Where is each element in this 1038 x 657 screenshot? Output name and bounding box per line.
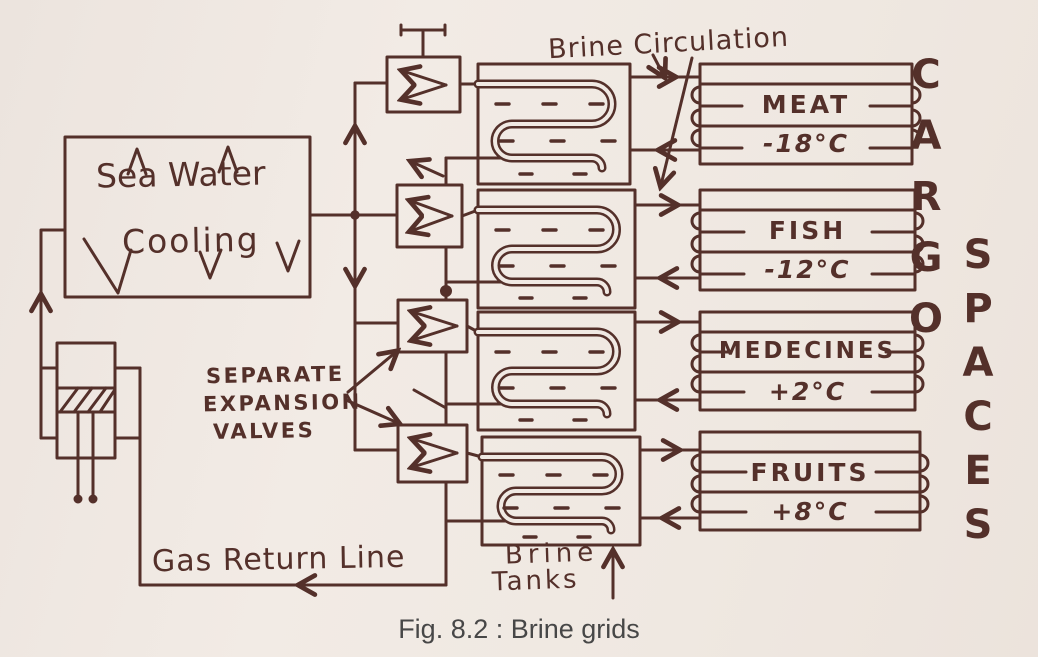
discharge-line xyxy=(41,228,67,440)
cargo-fruits-name: FRUITS xyxy=(750,458,870,487)
sea-water-cooling-condenser xyxy=(63,135,312,299)
gas-return-line xyxy=(138,366,448,585)
brine-tanks-label-line1: Brine xyxy=(504,537,599,571)
expansion-valves-label-line3: VALVES xyxy=(212,418,316,444)
cargo-meat-temperature: -18°C xyxy=(762,129,849,158)
compressor xyxy=(39,341,142,504)
expansion-valves-label-line2: EXPANSION xyxy=(202,389,362,417)
expansion-valve-3 xyxy=(396,298,480,354)
expansion-valves-label-line1: SEPARATE xyxy=(205,361,345,389)
gas-return-line-label: Gas Return Line xyxy=(151,539,406,580)
cargo-box-fish xyxy=(690,188,925,292)
spaces-vertical-label: SPACES xyxy=(955,232,1001,556)
brine-tank-2 xyxy=(473,188,637,310)
cargo-fish-temperature: -12°C xyxy=(764,255,851,284)
expansion-valves-pointer-arrows xyxy=(344,352,398,423)
cargo-box-medecines xyxy=(690,310,925,412)
cargo-box-fruits xyxy=(690,430,930,532)
figure-caption: Fig. 8.2 : Brine grids xyxy=(398,614,640,644)
expansion-valve-2 xyxy=(395,162,480,249)
cargo-box-meat xyxy=(690,62,922,166)
cargo-medecines-name: MEDECINES xyxy=(718,338,897,364)
brine-tanks-label-line2: Tanks xyxy=(491,564,581,598)
condenser-label-line2: Cooling xyxy=(121,219,260,262)
cargo-medecines-temperature: +2°C xyxy=(768,377,847,406)
brine-tank-4 xyxy=(477,435,642,547)
cargo-fish-name: FISH xyxy=(768,216,847,245)
cargo-vertical-label: CARGO xyxy=(903,52,949,357)
expansion-valve-1 xyxy=(385,23,480,114)
cargo-fruits-temperature: +8°C xyxy=(771,497,849,526)
cargo-meat-name: MEAT xyxy=(761,90,851,119)
brine-circulation-pointer-arrows xyxy=(653,53,694,185)
brine-tank-1 xyxy=(473,62,632,186)
brine-tank-3 xyxy=(473,310,637,432)
condenser-label-line1: Sea Water xyxy=(95,153,266,196)
liquid-supply-main xyxy=(308,81,400,452)
